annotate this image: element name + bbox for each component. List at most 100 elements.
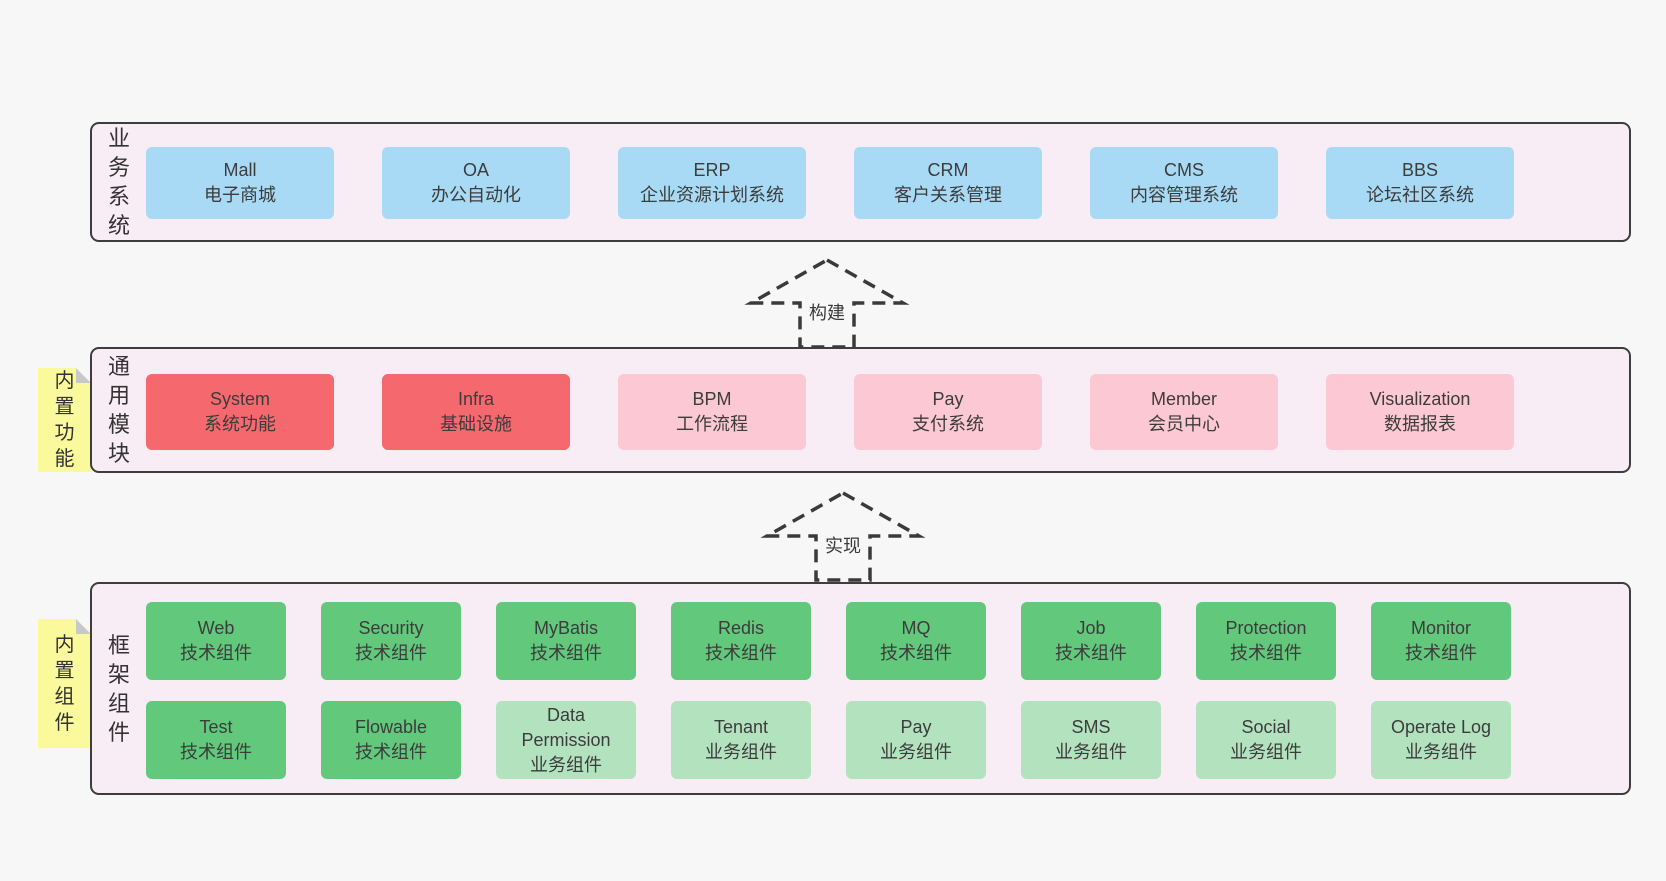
box-name: Monitor bbox=[1410, 618, 1472, 638]
box-name: System bbox=[209, 389, 270, 409]
box-flowable: Flowable 技术组件 bbox=[321, 701, 461, 779]
box-desc: 办公自动化 bbox=[431, 185, 521, 205]
box-name: OA bbox=[462, 160, 489, 180]
box-pay: Pay 支付系统 bbox=[854, 374, 1042, 450]
box-name: Visualization bbox=[1369, 389, 1471, 409]
box-data-permission: Data Permission 业务组件 bbox=[496, 701, 636, 779]
box-desc: 技术组件 bbox=[355, 643, 427, 663]
box-name: BPM bbox=[692, 389, 732, 409]
box-name: Test bbox=[199, 717, 233, 737]
box-name: Flowable bbox=[354, 717, 428, 737]
box-desc: 系统功能 bbox=[204, 414, 276, 434]
common-modules-panel: 通用模块 System 系统功能 Infra 基础设施 BPM 工作流程 Pay… bbox=[90, 347, 1631, 473]
panel-label: 业务系统 bbox=[107, 126, 130, 238]
box-name: SMS bbox=[1071, 717, 1111, 737]
box-name: Web bbox=[197, 618, 235, 638]
build-arrow: 构建 bbox=[742, 257, 912, 349]
box-name: MQ bbox=[901, 618, 931, 638]
box-web: Web 技术组件 bbox=[146, 602, 286, 680]
box-desc: 企业资源计划系统 bbox=[640, 185, 784, 205]
box-desc: 数据报表 bbox=[1384, 414, 1456, 434]
box-desc: 技术组件 bbox=[530, 643, 602, 663]
panel-label: 框架组件 bbox=[107, 632, 130, 745]
box-system: System 系统功能 bbox=[146, 374, 334, 450]
sticky-note-label: 内置组件 bbox=[54, 633, 75, 734]
box-desc: 会员中心 bbox=[1148, 414, 1220, 434]
modules-box-row: System 系统功能 Infra 基础设施 BPM 工作流程 Pay 支付系统… bbox=[146, 374, 1514, 450]
box-desc: 业务组件 bbox=[530, 754, 602, 775]
box-desc: 基础设施 bbox=[440, 414, 512, 434]
box-name: Infra bbox=[457, 389, 495, 409]
panel-label-wrap: 业务系统 bbox=[92, 124, 146, 240]
box-desc: 电子商城 bbox=[204, 185, 276, 205]
box-tenant: Tenant 业务组件 bbox=[671, 701, 811, 779]
components-box-row-2: Test 技术组件 Flowable 技术组件 Data Permission … bbox=[146, 701, 1511, 779]
box-operate-log: Operate Log 业务组件 bbox=[1371, 701, 1511, 779]
box-desc: 业务组件 bbox=[1055, 742, 1127, 762]
box-name: Redis bbox=[717, 618, 765, 638]
sticky-note-built-in-components: 内置组件 bbox=[38, 619, 91, 748]
implement-arrow: 实现 bbox=[758, 490, 928, 582]
box-monitor: Monitor 技术组件 bbox=[1371, 602, 1511, 680]
components-box-row-1: Web 技术组件 Security 技术组件 MyBatis 技术组件 Redi… bbox=[146, 602, 1511, 680]
box-desc: 业务组件 bbox=[880, 742, 952, 762]
box-sms: SMS 业务组件 bbox=[1021, 701, 1161, 779]
box-crm: CRM 客户关系管理 bbox=[854, 147, 1042, 219]
box-desc: 客户关系管理 bbox=[894, 185, 1002, 205]
box-desc: 工作流程 bbox=[676, 414, 748, 434]
box-desc: 论坛社区系统 bbox=[1366, 185, 1474, 205]
business-systems-panel: 业务系统 Mall 电子商城 OA 办公自动化 ERP 企业资源计划系统 CRM… bbox=[90, 122, 1631, 242]
box-desc: 技术组件 bbox=[180, 643, 252, 663]
box-job: Job 技术组件 bbox=[1021, 602, 1161, 680]
panel-label: 通用模块 bbox=[107, 354, 130, 466]
panel-label-wrap: 框架组件 bbox=[92, 584, 146, 793]
box-desc: 技术组件 bbox=[1405, 643, 1477, 663]
box-desc: 技术组件 bbox=[1230, 643, 1302, 663]
box-bbs: BBS 论坛社区系统 bbox=[1326, 147, 1514, 219]
box-mall: Mall 电子商城 bbox=[146, 147, 334, 219]
box-desc: 业务组件 bbox=[705, 742, 777, 762]
box-desc: 技术组件 bbox=[180, 742, 252, 762]
folded-corner-icon bbox=[76, 368, 91, 383]
box-name: Pay bbox=[932, 389, 964, 409]
build-arrow-label: 构建 bbox=[805, 299, 849, 325]
box-security: Security 技术组件 bbox=[321, 602, 461, 680]
box-test: Test 技术组件 bbox=[146, 701, 286, 779]
box-name: BBS bbox=[1401, 160, 1439, 180]
up-arrow-icon bbox=[760, 490, 926, 582]
box-desc: 技术组件 bbox=[705, 643, 777, 663]
box-name: Pay bbox=[900, 717, 932, 737]
box-name: CRM bbox=[927, 160, 969, 180]
box-infra: Infra 基础设施 bbox=[382, 374, 570, 450]
sticky-note-label: 内置功能 bbox=[54, 370, 75, 470]
box-name: Member bbox=[1150, 389, 1217, 409]
box-social: Social 业务组件 bbox=[1196, 701, 1336, 779]
box-name: Data Permission bbox=[521, 704, 611, 750]
box-name: ERP bbox=[693, 160, 731, 180]
panel-label-wrap: 通用模块 bbox=[92, 349, 146, 471]
sticky-note-built-in-features: 内置功能 bbox=[38, 368, 91, 472]
box-mybatis: MyBatis 技术组件 bbox=[496, 602, 636, 680]
box-desc: 技术组件 bbox=[1055, 643, 1127, 663]
folded-corner-icon bbox=[76, 619, 91, 634]
business-box-row: Mall 电子商城 OA 办公自动化 ERP 企业资源计划系统 CRM 客户关系… bbox=[146, 147, 1514, 219]
box-desc: 业务组件 bbox=[1405, 742, 1477, 762]
box-bpm: BPM 工作流程 bbox=[618, 374, 806, 450]
framework-components-panel: 框架组件 Web 技术组件 Security 技术组件 MyBatis 技术组件… bbox=[90, 582, 1631, 795]
box-name: Security bbox=[358, 618, 424, 638]
box-desc: 内容管理系统 bbox=[1130, 185, 1238, 205]
box-name: Tenant bbox=[713, 717, 769, 737]
box-protection: Protection 技术组件 bbox=[1196, 602, 1336, 680]
box-desc: 技术组件 bbox=[355, 742, 427, 762]
box-name: Protection bbox=[1225, 618, 1307, 638]
box-visualization: Visualization 数据报表 bbox=[1326, 374, 1514, 450]
box-mq: MQ 技术组件 bbox=[846, 602, 986, 680]
box-name: Social bbox=[1241, 717, 1291, 737]
box-name: CMS bbox=[1164, 160, 1204, 180]
box-cms: CMS 内容管理系统 bbox=[1090, 147, 1278, 219]
box-name: Mall bbox=[223, 160, 257, 180]
box-name: Job bbox=[1076, 618, 1106, 638]
box-desc: 业务组件 bbox=[1230, 742, 1302, 762]
box-name: Operate Log bbox=[1390, 717, 1492, 737]
